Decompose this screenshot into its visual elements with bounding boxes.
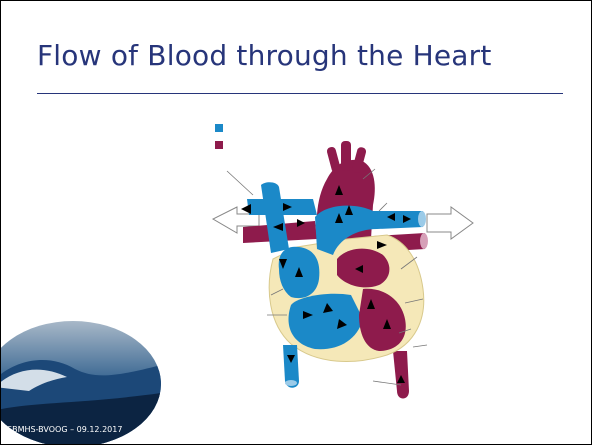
title-divider: [37, 93, 563, 94]
footer-text: SBMHS-BVOOG – 09.12.2017: [7, 425, 122, 434]
heart-diagram: [187, 119, 487, 419]
legend-swatch-deoxygenated: [215, 124, 223, 132]
descending-aorta: [393, 351, 409, 399]
superior-vena-cava: [261, 182, 289, 253]
pulmonary-artery-left: [247, 199, 317, 215]
slide-title: Flow of Blood through the Heart: [37, 39, 492, 72]
legend-swatch-oxygenated: [215, 141, 223, 149]
right-outline-arrow: [427, 207, 473, 239]
left-atrium: [337, 249, 389, 288]
